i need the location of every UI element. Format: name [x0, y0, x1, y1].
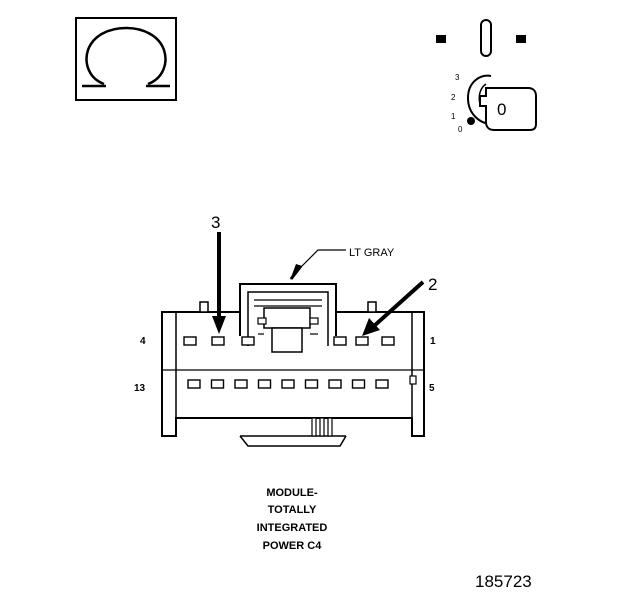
- caption-line-1: MODULE-: [266, 487, 318, 499]
- cavity-top-1: [183, 336, 197, 346]
- pin-label-13: 13: [134, 383, 146, 394]
- ignition-key-label: 0: [497, 100, 506, 119]
- probe-arrow-3: 3: [211, 213, 226, 334]
- cavity-bottom-4: [257, 379, 272, 389]
- ignition-position-2: 2: [451, 93, 456, 102]
- caption-line-2: TOTALLY: [268, 504, 317, 516]
- cavity-top-5: [355, 336, 369, 346]
- ignition-position-3: 3: [455, 73, 460, 82]
- pin-label-4: 4: [140, 336, 146, 347]
- pin-label-5: 5: [429, 383, 435, 394]
- cavity-top-3: [241, 336, 255, 346]
- caption-line-3: INTEGRATED: [257, 522, 328, 534]
- connector-color-label: LT GRAY: [349, 247, 395, 259]
- connector-c4: [161, 283, 425, 447]
- cavity-bottom-5: [281, 379, 295, 389]
- cavity-bottom-3: [234, 379, 248, 389]
- cavity-top-6: [381, 336, 395, 346]
- connector-bottom-keyway: [239, 435, 347, 447]
- ignition-position-marker: [467, 117, 475, 125]
- ignition-indicator-right: [516, 35, 526, 43]
- figure-number: 185723: [475, 572, 532, 591]
- ohmmeter-symbol: [75, 17, 177, 101]
- cavity-bottom-8: [351, 379, 366, 389]
- color-callout: LT GRAY: [289, 247, 395, 280]
- pin-label-1: 1: [430, 336, 436, 347]
- arrow-down-icon: [212, 316, 226, 334]
- cavity-bottom-6: [304, 379, 319, 389]
- arrow-down-left-icon: [362, 318, 380, 336]
- cavity-row-bottom: [187, 379, 389, 389]
- cavity-top-2: [211, 336, 225, 346]
- ignition-indicator-left: [436, 35, 446, 43]
- ignition-slot: [480, 19, 492, 57]
- connector-latch: [239, 283, 337, 353]
- cavity-row-top: [183, 336, 395, 346]
- probe-label-3: 3: [211, 213, 220, 232]
- cavity-bottom-7: [328, 379, 342, 389]
- caption-line-4: POWER C4: [263, 540, 323, 552]
- cavity-bottom-1: [187, 379, 201, 389]
- ignition-key-icon: [466, 74, 537, 131]
- probe-label-2: 2: [428, 275, 437, 294]
- ignition-position-1: 1: [451, 112, 456, 121]
- diagram-caption: MODULE- TOTALLY INTEGRATED POWER C4: [257, 487, 328, 552]
- cavity-bottom-2: [210, 379, 225, 389]
- ignition-position-0: 0: [458, 125, 463, 134]
- ohm-icon: [82, 26, 170, 88]
- probe-arrow-2: 2: [362, 275, 437, 336]
- connector-tab-right: [367, 301, 377, 313]
- ignition-key-symbol: 3 2 1 0 0: [436, 19, 537, 134]
- connector-tab-left: [199, 301, 209, 313]
- cavity-bottom-9: [375, 379, 389, 389]
- cavity-top-4: [333, 336, 347, 346]
